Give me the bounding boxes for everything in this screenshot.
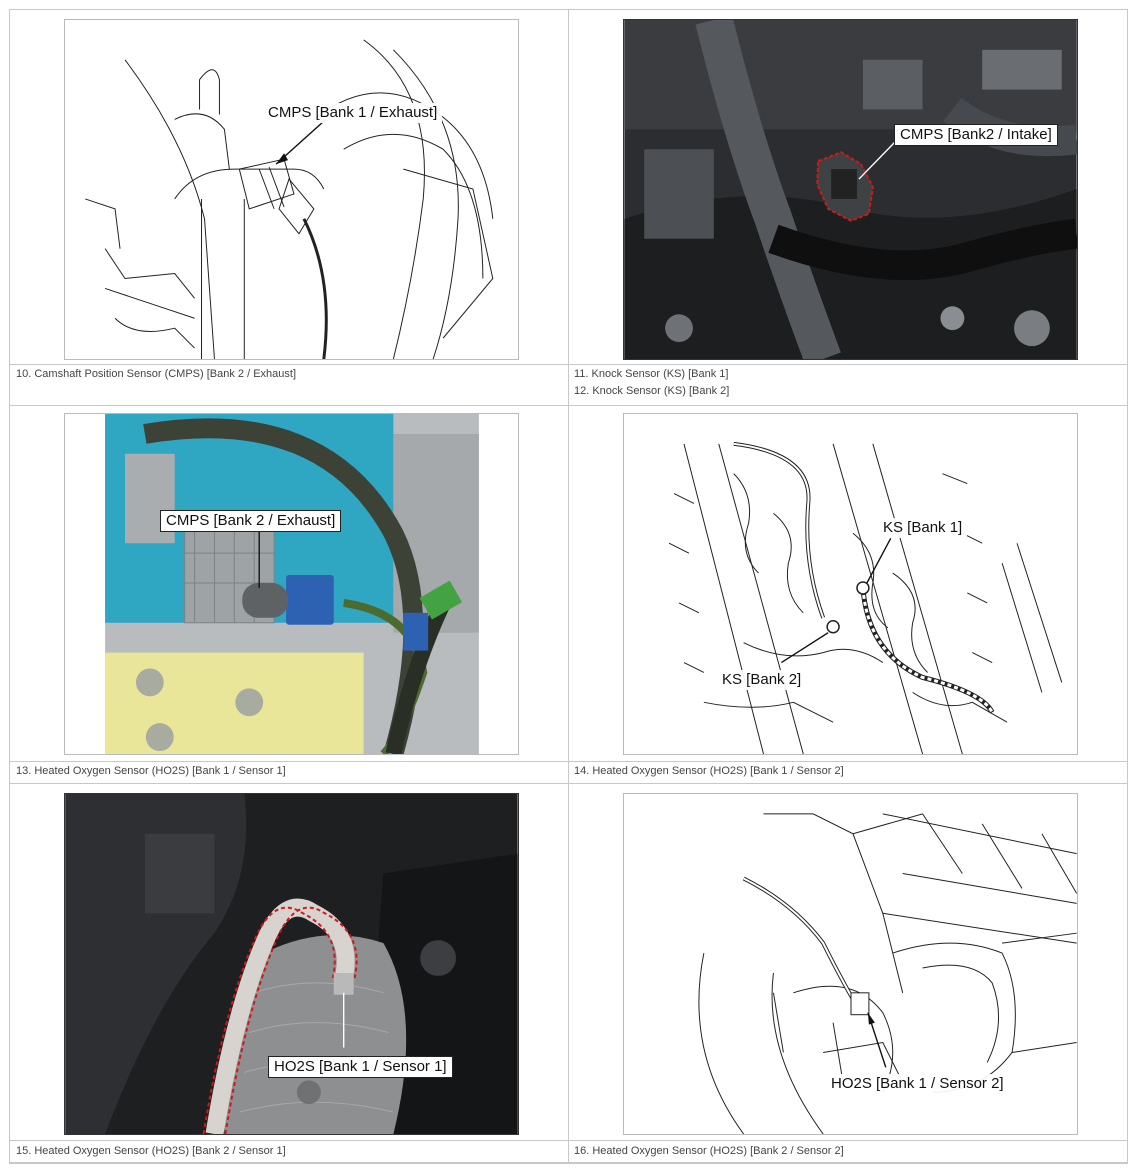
caption: 14. Heated Oxygen Sensor (HO2S) [Bank 1 … [574,765,844,777]
exhaust-photo [65,794,518,1134]
figure-cmps-bank2-exhaust: CMPS [Bank 2 / Exhaust] [64,413,519,755]
figure-ho2s-bank1-sensor2: HO2S [Bank 1 / Sensor 2] [623,793,1078,1135]
callout-label-bank1: KS [Bank 1] [878,518,968,538]
row-divider [10,1162,1127,1163]
figure-table [9,9,1128,1164]
caption: 10. Camshaft Position Sensor (CMPS) [Ban… [16,368,297,380]
row-divider [10,364,1127,365]
cmps-line-drawing [85,39,494,359]
engine-photo [624,20,1077,359]
caption: 16. Heated Oxygen Sensor (HO2S) [Bank 2 … [574,1145,844,1157]
callout-label: HO2S [Bank 1 / Sensor 2] [826,1074,1009,1094]
callout-label: CMPS [Bank 1 / Exhaust] [263,103,443,123]
callout-label: CMPS [Bank2 / Intake] [894,124,1058,146]
ho2s-line-drawing [698,813,1077,1134]
column-divider [568,10,569,1163]
callout-label: HO2S [Bank 1 / Sensor 1] [268,1056,453,1078]
figure-knock-sensors: KS [Bank 1] KS [Bank 2] [623,413,1078,755]
row-divider [10,1140,1127,1141]
caption: 15. Heated Oxygen Sensor (HO2S) [Bank 2 … [16,1145,286,1157]
row-divider [10,405,1127,406]
figure-ho2s-bank1-sensor1: HO2S [Bank 1 / Sensor 1] [64,793,519,1135]
cad-render [105,414,479,754]
knock-sensor-drawing [668,441,1063,754]
caption: 12. Knock Sensor (KS) [Bank 2] [574,385,730,397]
row-divider [10,761,1127,762]
callout-label: CMPS [Bank 2 / Exhaust] [160,510,342,532]
caption: 11. Knock Sensor (KS) [Bank 1] [574,368,729,380]
row-divider [10,783,1127,784]
callout-label-bank2: KS [Bank 2] [717,670,807,690]
figure-cmps-bank1-exhaust: CMPS [Bank 1 / Exhaust] [64,19,519,360]
caption: 13. Heated Oxygen Sensor (HO2S) [Bank 1 … [16,765,286,777]
figure-cmps-bank2-intake: CMPS [Bank2 / Intake] [623,19,1078,360]
